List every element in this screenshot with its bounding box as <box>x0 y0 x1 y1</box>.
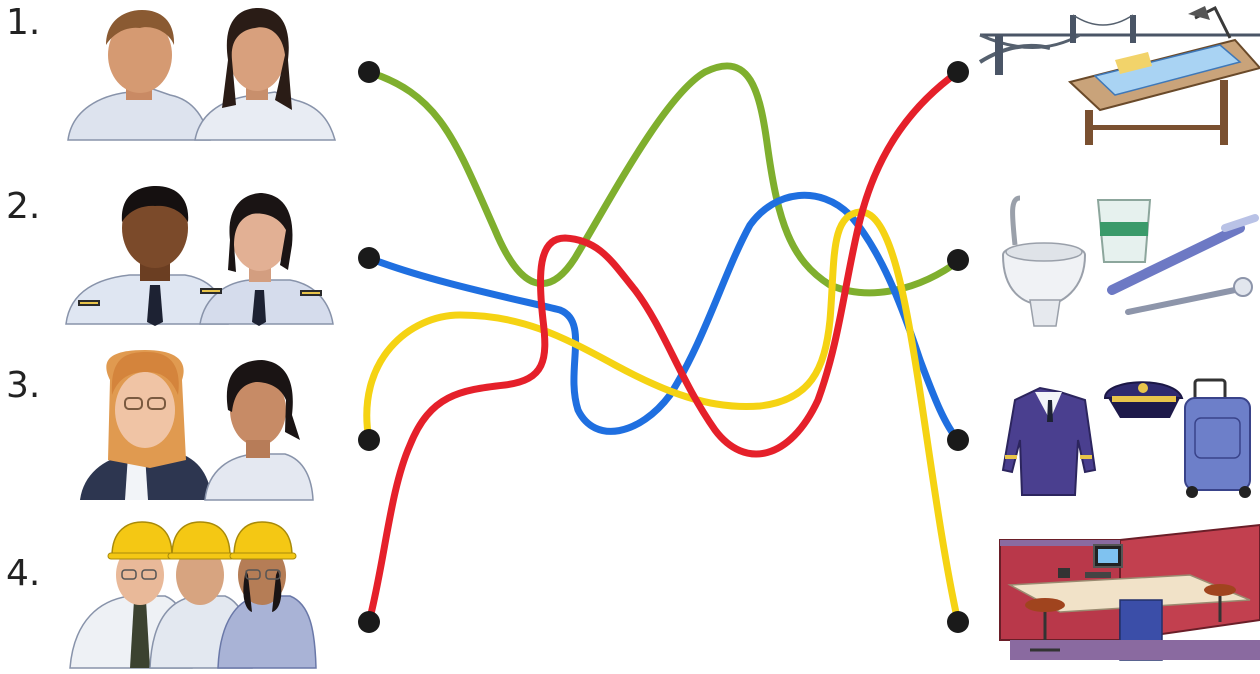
right-dot-2 <box>947 249 969 271</box>
right-dot-4 <box>947 611 969 633</box>
left-dot-2 <box>358 247 380 269</box>
right-dot-1 <box>947 61 969 83</box>
right-dot-3 <box>947 429 969 451</box>
pilots-picture <box>66 186 333 326</box>
left-dot-4 <box>358 611 380 633</box>
left-dot-3 <box>358 429 380 451</box>
pilot-uniform-picture <box>1003 380 1251 498</box>
office-workers-picture <box>80 350 313 500</box>
dental-tools-picture <box>1003 198 1255 326</box>
engineers-picture <box>70 522 316 668</box>
connecting-lines <box>367 66 960 622</box>
yellow-line <box>367 212 958 622</box>
endpoint-dots <box>358 61 969 633</box>
bridge-drafting-table-picture <box>980 6 1260 145</box>
people-white-uniform-picture <box>68 8 335 140</box>
office-cubicle-picture <box>1000 525 1260 660</box>
left-dot-1 <box>358 61 380 83</box>
